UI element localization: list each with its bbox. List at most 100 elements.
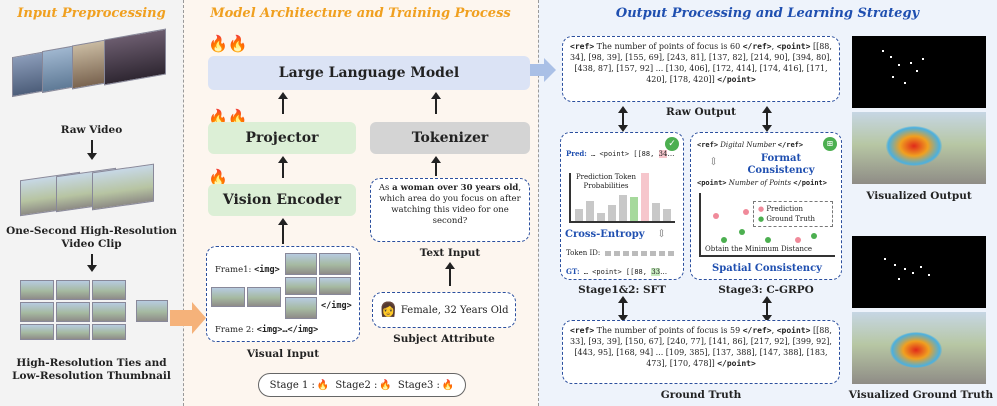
tile [92, 280, 126, 300]
prob-axis [569, 221, 675, 223]
flame-icon: 🔥 [316, 379, 330, 391]
gt-point [721, 237, 727, 243]
panel-divider [183, 0, 184, 406]
token-id-label: Token ID: [566, 249, 601, 257]
format-line2: <point> Number of Points </point> [697, 179, 827, 187]
panel-divider [538, 0, 539, 406]
gt-point [765, 237, 771, 243]
model-panel-title: Model Architecture and Training Process [210, 6, 511, 21]
spatial-axis [699, 193, 701, 255]
subject-text: Female, 32 Years Old [400, 304, 509, 316]
prob-bar [652, 203, 660, 221]
pred-point [713, 213, 719, 219]
stage-legend: Stage 1 : 🔥 Stage2 : 🔥 Stage3 : 🔥 [258, 373, 466, 397]
projector-block: Projector [208, 122, 356, 154]
tiles-label: High-Resolution Ties and Low-Resolution … [12, 357, 171, 382]
arrow-updown-icon: ⇕ [657, 227, 667, 240]
vision-encoder-label: Vision Encoder [222, 192, 342, 208]
format-consistency-label: Format Consistency [747, 153, 815, 176]
double-arrow [762, 106, 772, 132]
text-input-label: Text Input [419, 247, 481, 259]
raw-output-label: Raw Output [666, 106, 736, 118]
cgrpo-box: <ref> Digital Number </ref> ⊞ ⇕ Format C… [690, 132, 842, 280]
question-text: As a woman over 30 years old, which area… [378, 183, 522, 226]
img-close-tag: </img> [321, 301, 352, 311]
gt-line: GT: … <point> [[88, 33… [566, 267, 668, 276]
raw-output-text: <ref> The number of points of focus is 6… [570, 42, 832, 84]
stage12-label: Stage1&2: SFT [578, 284, 666, 296]
spatial-axis [699, 255, 835, 257]
spatial-consistency-label: Spatial Consistency [712, 263, 822, 274]
frame-tile [285, 253, 317, 275]
ground-truth-label: Ground Truth [660, 389, 742, 401]
frame-tile [247, 287, 281, 307]
clip-label: One-Second High-Resolution Video Clip [6, 225, 177, 250]
token-id-bar [605, 251, 675, 256]
vision-encoder-block: Vision Encoder [208, 184, 356, 216]
orange-arrow-head [192, 302, 206, 334]
min-dist-label: Obtain the Minimum Distance [705, 245, 813, 253]
gt-point [811, 233, 817, 239]
heatmap-gt [852, 312, 986, 384]
input-panel-title: Input Preprocessing [17, 6, 166, 21]
prob-bar [586, 201, 594, 221]
person-icon: 👩 [379, 302, 397, 318]
format-line1: <ref> Digital Number </ref> [697, 141, 804, 149]
sft-box: Pred: … <point> [[88, 34… ✓ Prediction T… [560, 132, 684, 280]
frame-tile [319, 277, 351, 295]
tokenizer-block: Tokenizer [370, 122, 530, 154]
prob-bar [608, 205, 616, 221]
pred-line: Pred: … <point> [[88, 34… [566, 149, 675, 158]
blue-arrow-head [544, 58, 556, 82]
gt-point [739, 229, 745, 235]
arrow [87, 140, 97, 160]
flame-icon: 🔥🔥 [208, 108, 248, 127]
frame2-label: Frame 2: <img>…</img> [215, 325, 319, 335]
flame-icon: 🔥 [379, 379, 392, 391]
arrow [278, 218, 288, 244]
llm-block: Large Language Model [208, 56, 530, 90]
tile [20, 324, 54, 340]
tile [92, 324, 126, 340]
heatmap-output [852, 112, 986, 184]
tile [92, 302, 126, 322]
arrow [431, 156, 441, 176]
check-icon: ✓ [665, 137, 679, 151]
ground-truth-box: <ref> The number of points of focus is 5… [562, 320, 840, 384]
double-arrow [618, 296, 628, 322]
tile [20, 302, 54, 322]
tile [56, 302, 90, 322]
llm-label: Large Language Model [278, 65, 460, 81]
frame1-label: Frame1: <img> [215, 265, 280, 275]
visual-input-box: Frame1: <img> </img> Frame 2: <img>…</im… [206, 246, 360, 342]
pred-point [795, 237, 801, 243]
prob-bar [619, 195, 627, 221]
raw-output-box: <ref> The number of points of focus is 6… [562, 36, 840, 102]
output-panel-title: Output Processing and Learning Strategy [615, 6, 920, 21]
tokenizer-label: Tokenizer [411, 130, 489, 146]
flame-icon: 🔥 [441, 379, 455, 391]
flame-icon: 🔥 [208, 168, 228, 187]
pred-point [743, 209, 749, 215]
tile [56, 324, 90, 340]
tile [20, 280, 54, 300]
blue-arrow [530, 64, 546, 76]
thumbnail [136, 300, 168, 322]
prob-bar [597, 213, 605, 221]
visual-input-label: Visual Input [246, 348, 320, 360]
question-box: As a woman over 30 years old, which area… [370, 178, 530, 242]
saliency-map-gt [852, 236, 986, 308]
projector-label: Projector [245, 130, 319, 146]
orange-arrow [170, 310, 194, 326]
arrow-updown-icon: ⇕ [709, 155, 719, 168]
saliency-map-output [852, 36, 986, 108]
cross-entropy-label: Cross-Entropy [565, 229, 645, 240]
flame-icon: 🔥🔥 [208, 34, 248, 53]
prob-axis [569, 173, 571, 221]
arrow [87, 254, 97, 272]
double-arrow [618, 106, 628, 132]
ground-truth-text: <ref> The number of points of focus is 5… [570, 326, 832, 368]
prob-bar [641, 173, 649, 221]
prob-bar [663, 209, 671, 221]
double-arrow [762, 296, 772, 322]
